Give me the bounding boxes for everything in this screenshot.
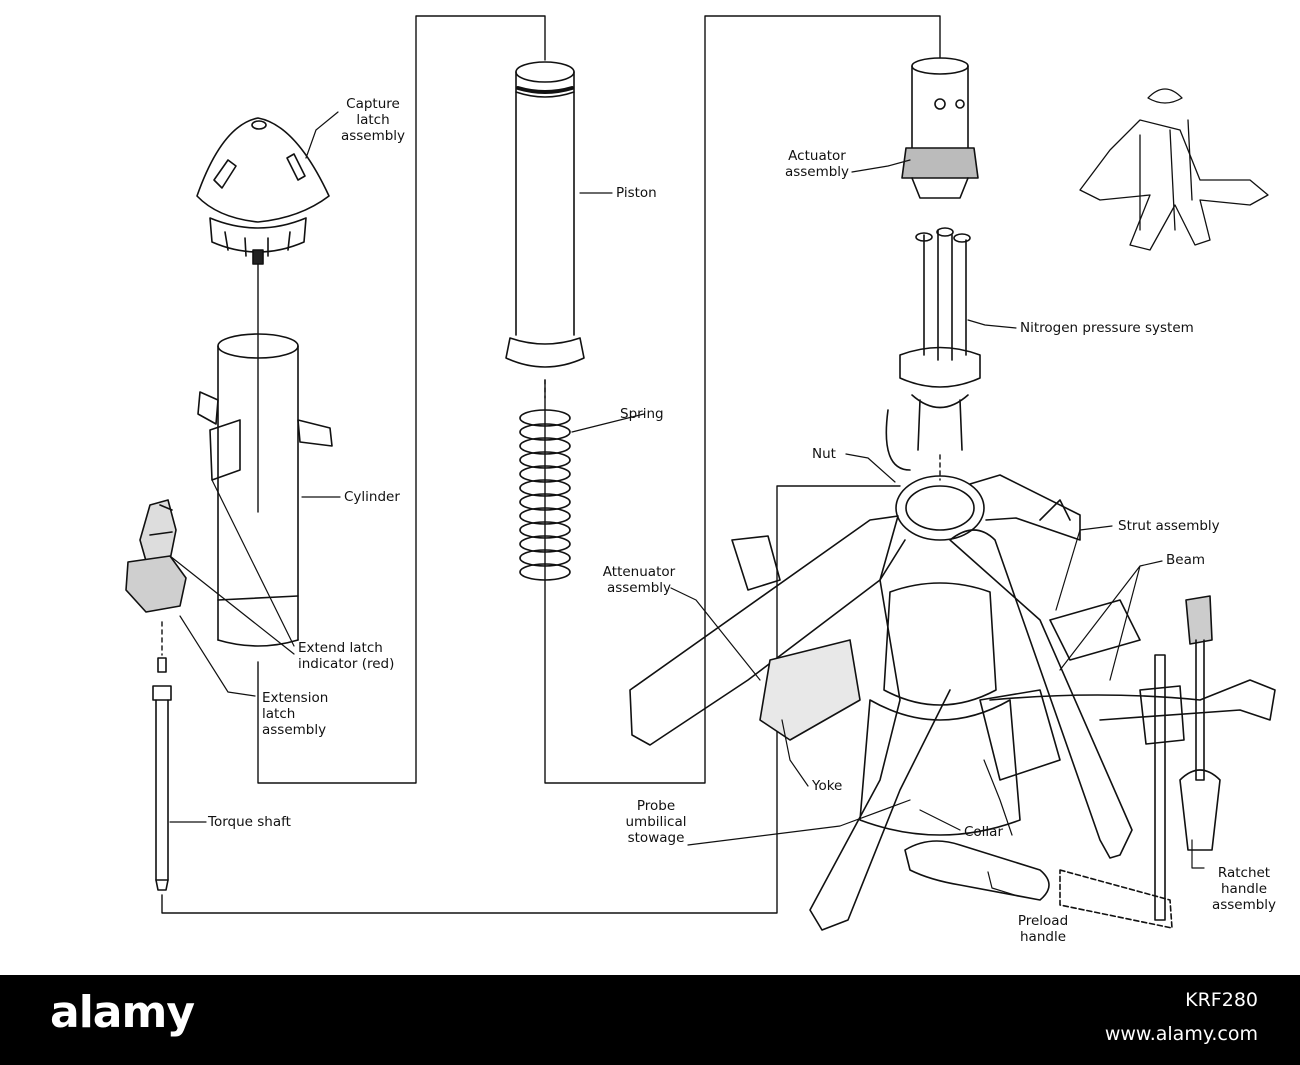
cylinder-label: Cylinder bbox=[344, 489, 400, 505]
actuator-assembly-label: Actuator assembly bbox=[784, 148, 850, 180]
collar-label: Collar bbox=[964, 824, 1004, 840]
capture-latch-assembly bbox=[196, 117, 330, 265]
nut-label: Nut bbox=[812, 446, 836, 462]
site-url: www.alamy.com bbox=[1104, 1023, 1258, 1045]
yoke-label: Yoke bbox=[812, 778, 843, 794]
image-id: KRF280 bbox=[1185, 989, 1258, 1011]
capture-latch-assembly-label: Capture latch assembly bbox=[340, 96, 406, 144]
watermark-footer: alamy KRF280 www.alamy.com bbox=[0, 975, 1300, 1065]
piston-label: Piston bbox=[616, 185, 657, 201]
preload-handle-drawing bbox=[904, 840, 1173, 929]
cylinder bbox=[197, 333, 333, 647]
torque-shaft bbox=[152, 657, 172, 891]
extension-latch-assembly bbox=[125, 499, 187, 613]
ratchet-handle-assembly-label: Ratchet handle assembly bbox=[1211, 865, 1277, 913]
preload-handle-label: Preload handle bbox=[1017, 913, 1069, 945]
actuator-assembly bbox=[901, 57, 979, 199]
brand-logo: alamy bbox=[50, 987, 195, 1038]
beam-label: Beam bbox=[1166, 552, 1205, 568]
docking-probe-exploded-drawing bbox=[125, 15, 1276, 931]
nitrogen-pressure-system bbox=[885, 227, 981, 471]
connector-lines bbox=[161, 15, 941, 914]
spring-label: Spring bbox=[620, 406, 664, 422]
nitrogen-pressure-system-label: Nitrogen pressure system bbox=[1020, 320, 1194, 336]
leader-lines bbox=[169, 111, 1205, 897]
spring bbox=[519, 409, 571, 581]
ratchet-handle-assembly-drawing bbox=[1139, 595, 1221, 921]
inset-view bbox=[1079, 88, 1269, 251]
attenuator-assembly-label: Attenuator assembly bbox=[602, 564, 676, 596]
strut-assembly-label: Strut assembly bbox=[1118, 518, 1220, 534]
probe-umbilical-stowage-label: Probe umbilical stowage bbox=[625, 798, 687, 846]
probe-body bbox=[629, 474, 1276, 931]
extend-latch-indicator-label: Extend latch indicator (red) bbox=[298, 640, 395, 672]
piston bbox=[505, 61, 585, 368]
extension-latch-assembly-label: Extension latch assembly bbox=[262, 690, 329, 738]
torque-shaft-label: Torque shaft bbox=[208, 814, 291, 830]
